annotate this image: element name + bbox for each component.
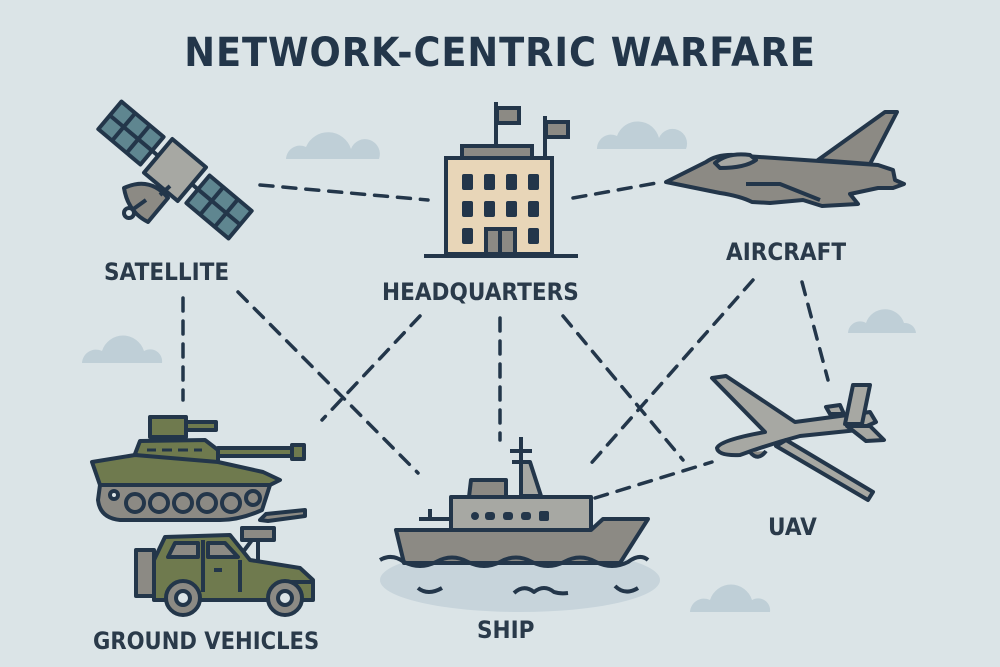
cloud-icon bbox=[82, 335, 163, 363]
cloud-icon bbox=[596, 121, 688, 149]
link-headquarters-uav bbox=[561, 314, 685, 462]
drone-icon bbox=[710, 374, 886, 502]
cloud-icon bbox=[690, 584, 771, 612]
network-links bbox=[181, 180, 830, 500]
headquarters-label: HEADQUARTERS bbox=[382, 278, 579, 306]
aircraft-label: AIRCRAFT bbox=[726, 238, 847, 266]
uav-label: UAV bbox=[768, 513, 817, 541]
satellite-label: SATELLITE bbox=[104, 258, 230, 286]
link-headquarters-aircraft bbox=[571, 180, 664, 200]
ground-vehicles-label: GROUND VEHICLES bbox=[93, 627, 320, 655]
cloud-icon bbox=[848, 309, 916, 333]
tank-icon bbox=[90, 415, 306, 522]
link-satellite-ship bbox=[236, 290, 420, 475]
link-satellite-headquarters bbox=[258, 183, 430, 202]
link-aircraft-ship bbox=[585, 278, 755, 470]
headquarters-building-icon bbox=[424, 102, 578, 258]
link-aircraft-uav bbox=[800, 280, 830, 382]
diagram-title: NETWORK-CENTRIC WARFARE bbox=[184, 30, 816, 76]
cloud-icon bbox=[286, 132, 380, 159]
ship-icon bbox=[378, 437, 660, 612]
link-ship-uav bbox=[593, 460, 714, 500]
armed-jeep-icon bbox=[134, 508, 315, 617]
satellite-icon bbox=[96, 99, 254, 241]
link-headquarters-ground-vehicles bbox=[320, 314, 422, 422]
ship-label: SHIP bbox=[477, 616, 535, 644]
clouds bbox=[82, 121, 916, 612]
fighter-jet-icon bbox=[664, 110, 906, 208]
